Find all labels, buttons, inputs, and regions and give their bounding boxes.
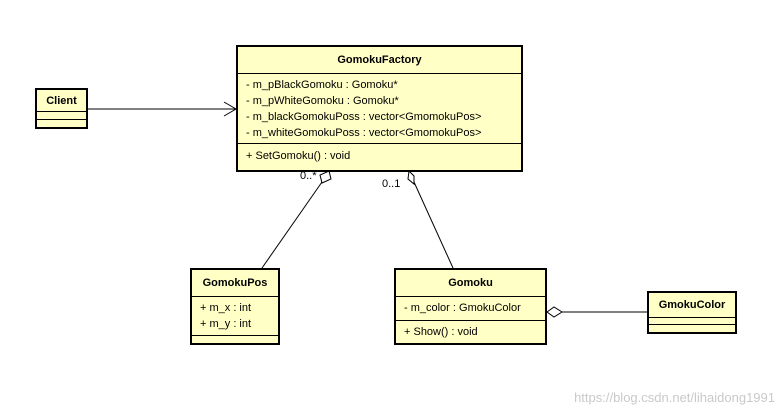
class-pos-name: GomokuPos bbox=[192, 270, 278, 297]
factory-operation: + SetGomoku() : void bbox=[246, 150, 351, 162]
factory-attribute: - m_pWhiteGomoku : Gomoku* bbox=[246, 95, 399, 107]
class-factory-name: GomokuFactory bbox=[238, 47, 521, 74]
gomoku-attribute: - m_color : GmokuColor bbox=[404, 302, 521, 314]
class-client-operations bbox=[37, 120, 86, 127]
multiplicity-factory-pos: 0..* bbox=[300, 170, 317, 182]
class-client-name: Client bbox=[37, 90, 86, 112]
class-client[interactable]: Client bbox=[35, 88, 88, 129]
class-pos-attributes: + m_x : int + m_y : int bbox=[192, 297, 278, 336]
gomoku-color-diamond bbox=[546, 306, 563, 318]
factory-attribute: - m_blackGomokuPoss : vector<GmomokuPos> bbox=[246, 111, 482, 123]
class-gomoku-name: Gomoku bbox=[396, 270, 545, 297]
class-gomoku-pos[interactable]: GomokuPos + m_x : int + m_y : int bbox=[190, 268, 280, 345]
class-factory-attributes: - m_pBlackGomoku : Gomoku* - m_pWhiteGom… bbox=[238, 74, 521, 144]
class-gomoku-factory[interactable]: GomokuFactory - m_pBlackGomoku : Gomoku*… bbox=[236, 45, 523, 172]
factory-attribute: - m_whiteGomokuPoss : vector<GmomokuPos> bbox=[246, 127, 482, 139]
gomoku-operation: + Show() : void bbox=[404, 326, 478, 338]
class-gomoku[interactable]: Gomoku - m_color : GmokuColor + Show() :… bbox=[394, 268, 547, 345]
class-gomoku-operations: + Show() : void bbox=[396, 321, 545, 340]
multiplicity-factory-gomoku: 0..1 bbox=[382, 178, 401, 190]
class-color-attributes bbox=[649, 318, 735, 325]
factory-gomoku-diamond bbox=[407, 169, 415, 186]
watermark: https://blog.csdn.net/lihaidong1991 bbox=[574, 390, 775, 405]
class-client-attributes bbox=[37, 112, 86, 120]
class-factory-operations: + SetGomoku() : void bbox=[238, 144, 521, 164]
class-gmoku-color[interactable]: GmokuColor bbox=[647, 291, 737, 334]
class-color-name: GmokuColor bbox=[649, 293, 735, 318]
factory-pos-link bbox=[261, 181, 323, 269]
pos-attribute: + m_y : int bbox=[200, 318, 252, 330]
factory-pos-diamond bbox=[319, 170, 332, 184]
factory-gomoku-link bbox=[413, 181, 454, 269]
factory-attribute: - m_pBlackGomoku : Gomoku* bbox=[246, 79, 398, 91]
pos-attribute: + m_x : int bbox=[200, 302, 252, 314]
class-gomoku-attributes: - m_color : GmokuColor bbox=[396, 297, 545, 321]
class-pos-operations bbox=[192, 336, 278, 343]
class-color-operations bbox=[649, 325, 735, 332]
